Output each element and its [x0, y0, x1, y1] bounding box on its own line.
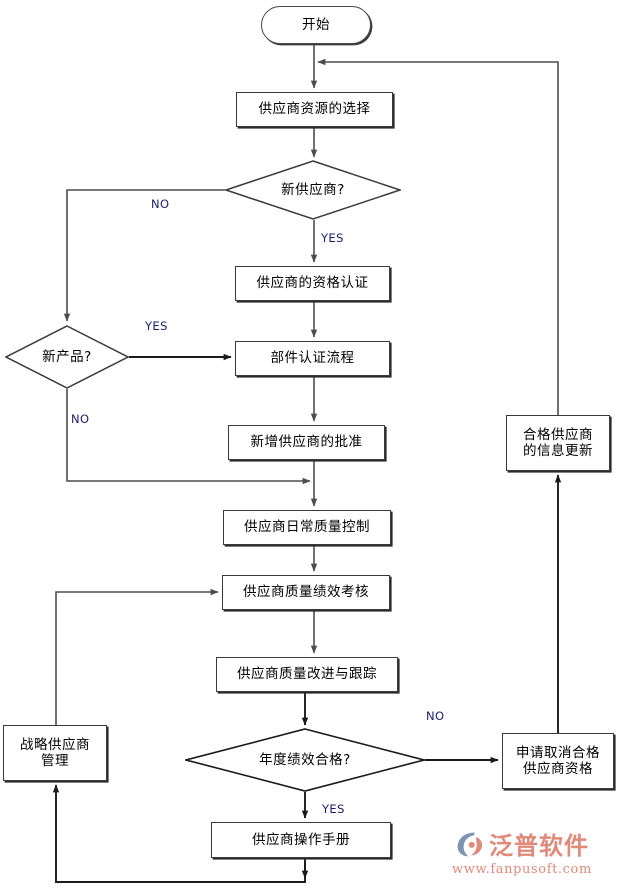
node-cancel-qualification-request[interactable]: 申请取消合格 供应商资格 — [502, 733, 614, 789]
diamond-shape-icon — [5, 325, 129, 389]
edge-label-no-annual: NO — [426, 709, 445, 723]
node-new-product-decision[interactable]: 新产品? — [5, 325, 129, 389]
node-supplier-qualification[interactable]: 供应商的资格认证 — [235, 266, 390, 301]
watermark-brand-row: 泛普软件 — [455, 826, 589, 861]
node-quality-improvement-tracking[interactable]: 供应商质量改进与跟踪 — [216, 657, 398, 692]
node-new-supplier-decision[interactable]: 新供应商? — [225, 160, 401, 220]
fanpusoft-logo-icon — [457, 832, 483, 856]
node-strategic-supplier-management-label: 战略供应商 管理 — [20, 736, 90, 769]
edge-label-no-new-product: NO — [71, 412, 90, 426]
edge-new-supplier-no — [63, 189, 225, 322]
node-cancel-qualification-request-label: 申请取消合格 供应商资格 — [516, 744, 600, 777]
edge-label-no-new-supplier: NO — [151, 197, 170, 211]
node-new-supplier-approval[interactable]: 新增供应商的批准 — [228, 425, 385, 460]
node-supplier-operation-manual-label: 供应商操作手册 — [252, 831, 350, 848]
node-supplier-qualification-label: 供应商的资格认证 — [256, 275, 369, 292]
edge-label-yes-new-product: YES — [145, 319, 168, 333]
node-start-label: 开始 — [302, 16, 330, 33]
node-new-supplier-decision-label: 新供应商? — [281, 181, 345, 198]
node-daily-quality-control[interactable]: 供应商日常质量控制 — [223, 510, 391, 545]
edge-strategic-to-perf-review — [55, 588, 219, 725]
node-new-supplier-approval-label: 新增供应商的批准 — [250, 434, 363, 451]
node-quality-performance-review-label: 供应商质量绩效考核 — [243, 584, 369, 601]
node-qualified-supplier-info-update[interactable]: 合格供应商 的信息更新 — [506, 415, 610, 471]
node-strategic-supplier-management[interactable]: 战略供应商 管理 — [3, 725, 107, 781]
node-annual-performance-decision-label: 年度绩效合格? — [259, 751, 351, 768]
node-new-product-decision-label: 新产品? — [42, 348, 92, 365]
node-annual-performance-decision[interactable]: 年度绩效合格? — [185, 728, 425, 792]
node-supplier-resource-selection-label: 供应商资源的选择 — [258, 101, 371, 118]
edge-label-yes-new-supplier: YES — [321, 231, 344, 245]
node-part-certification-process-label: 部件认证流程 — [270, 350, 355, 367]
node-quality-performance-review[interactable]: 供应商质量绩效考核 — [222, 575, 390, 610]
node-daily-quality-control-label: 供应商日常质量控制 — [244, 519, 370, 536]
watermark: 泛普软件 www.fanpusoft.com — [452, 826, 592, 877]
node-supplier-resource-selection[interactable]: 供应商资源的选择 — [236, 92, 393, 127]
edge-label-yes-annual: YES — [322, 802, 345, 816]
watermark-url: www.fanpusoft.com — [452, 862, 592, 877]
node-part-certification-process[interactable]: 部件认证流程 — [235, 341, 390, 376]
node-start[interactable]: 开始 — [261, 6, 371, 44]
node-qualified-supplier-info-update-label: 合格供应商 的信息更新 — [523, 426, 593, 459]
watermark-name: 泛普软件 — [488, 832, 589, 860]
node-supplier-operation-manual[interactable]: 供应商操作手册 — [211, 822, 391, 858]
node-quality-improvement-tracking-label: 供应商质量改进与跟踪 — [237, 666, 377, 683]
